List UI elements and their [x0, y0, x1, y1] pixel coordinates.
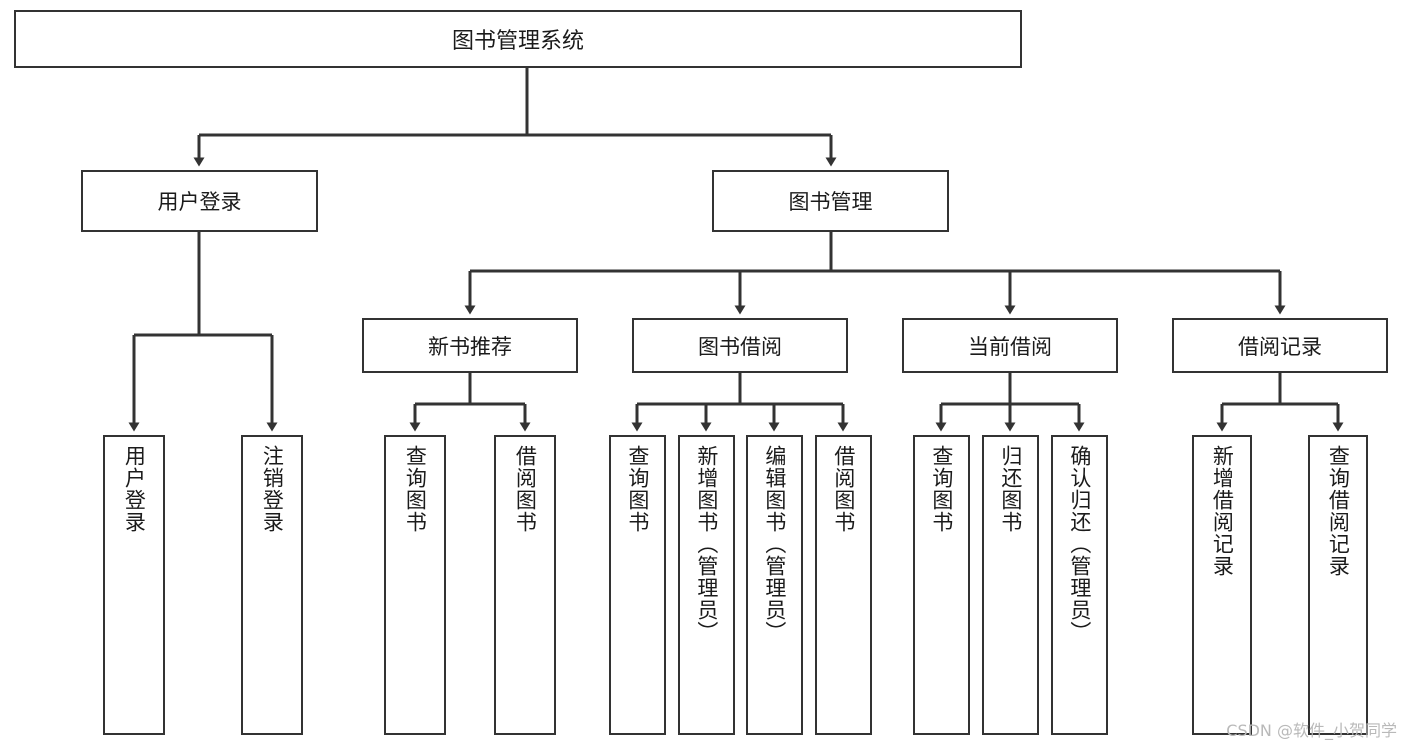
- node-leaf-logout-login-label: 注销登录: [260, 445, 285, 533]
- node-leaf-query-book-current[interactable]: 查询图书: [913, 435, 970, 735]
- node-root-book-management-system[interactable]: 图书管理系统: [14, 10, 1022, 68]
- node-leaf-query-book-borrow-label: 查询图书: [625, 445, 650, 533]
- node-book-management-label: 图书管理: [788, 190, 873, 214]
- node-book-borrow-label: 图书借阅: [698, 334, 782, 359]
- node-borrow-record[interactable]: 借阅记录: [1172, 318, 1388, 373]
- node-leaf-query-borrow-record-label: 查询借阅记录: [1326, 445, 1351, 577]
- node-leaf-logout-login[interactable]: 注销登录: [241, 435, 303, 735]
- node-leaf-edit-book[interactable]: 编辑图书（管理员）: [746, 435, 803, 735]
- node-book-management[interactable]: 图书管理: [712, 170, 949, 232]
- node-book-borrow[interactable]: 图书借阅: [632, 318, 848, 373]
- node-borrow-record-label: 借阅记录: [1238, 334, 1322, 359]
- node-leaf-user-login[interactable]: 用户登录: [103, 435, 165, 735]
- node-leaf-query-borrow-record[interactable]: 查询借阅记录: [1308, 435, 1368, 735]
- node-leaf-add-borrow-record-label: 新增借阅记录: [1210, 445, 1235, 577]
- node-leaf-add-book[interactable]: 新增图书（管理员）: [678, 435, 735, 735]
- node-leaf-add-book-label: 新增图书（管理员）: [694, 445, 719, 643]
- node-current-borrow[interactable]: 当前借阅: [902, 318, 1118, 373]
- node-new-book-recommend-label: 新书推荐: [428, 334, 512, 359]
- node-current-borrow-label: 当前借阅: [968, 334, 1052, 359]
- node-leaf-return-book[interactable]: 归还图书: [982, 435, 1039, 735]
- node-leaf-borrow-book-label: 借阅图书: [831, 445, 856, 533]
- node-leaf-return-book-label: 归还图书: [998, 445, 1023, 533]
- node-user-login[interactable]: 用户登录: [81, 170, 318, 232]
- node-leaf-borrow-book-recommend-label: 借阅图书: [513, 445, 538, 533]
- node-new-book-recommend[interactable]: 新书推荐: [362, 318, 578, 373]
- node-leaf-borrow-book-recommend[interactable]: 借阅图书: [494, 435, 556, 735]
- node-leaf-query-book-borrow[interactable]: 查询图书: [609, 435, 666, 735]
- node-leaf-confirm-return-label: 确认归还（管理员）: [1067, 445, 1092, 643]
- node-leaf-query-book-recommend[interactable]: 查询图书: [384, 435, 446, 735]
- node-user-login-label: 用户登录: [157, 190, 242, 214]
- node-leaf-edit-book-label: 编辑图书（管理员）: [762, 445, 787, 643]
- node-leaf-user-login-label: 用户登录: [122, 445, 147, 533]
- node-root-label: 图书管理系统: [451, 29, 584, 54]
- node-leaf-confirm-return[interactable]: 确认归还（管理员）: [1051, 435, 1108, 735]
- node-leaf-query-book-current-label: 查询图书: [929, 445, 954, 533]
- node-leaf-borrow-book[interactable]: 借阅图书: [815, 435, 872, 735]
- node-leaf-add-borrow-record[interactable]: 新增借阅记录: [1192, 435, 1252, 735]
- node-leaf-query-book-recommend-label: 查询图书: [403, 445, 428, 533]
